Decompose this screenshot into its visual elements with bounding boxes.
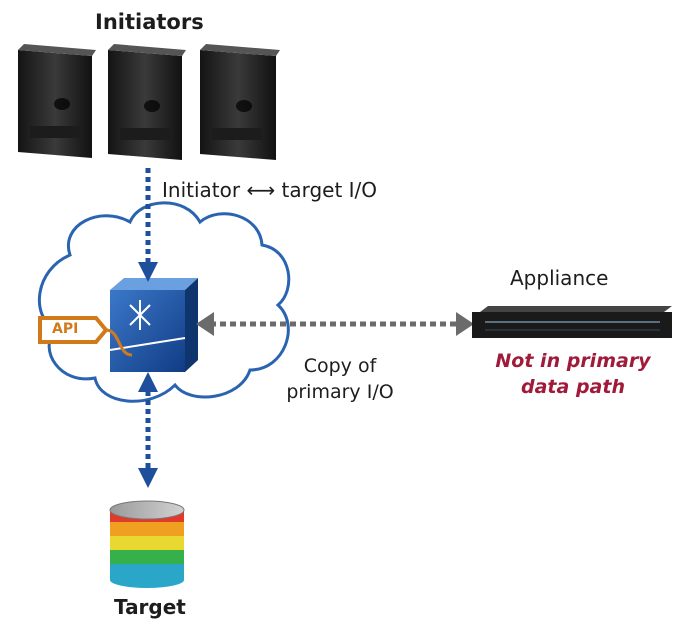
not-primary-note-line2: data path xyxy=(521,376,625,398)
appliance-label: Appliance xyxy=(510,266,609,290)
initiators-label: Initiators xyxy=(95,10,204,34)
not-primary-note-line1: Not in primary xyxy=(495,350,651,372)
copy-arrow-left-head xyxy=(196,312,214,336)
api-label: API xyxy=(52,321,79,337)
api-connector-icon xyxy=(38,316,133,357)
initiator-server-3 xyxy=(200,44,280,160)
initiator-server-2 xyxy=(108,44,186,160)
initiator-server-1 xyxy=(18,44,96,158)
copy-arrow-right-head xyxy=(456,312,474,336)
io-label: Initiator ⟷ target I/O xyxy=(162,178,378,202)
target-label: Target xyxy=(114,595,186,619)
rack-appliance-icon xyxy=(472,306,672,338)
storage-cylinder-icon xyxy=(109,500,185,588)
copy-label-line2: primary I/O xyxy=(286,381,394,403)
network-switch-icon xyxy=(109,278,198,372)
copy-label-line1: Copy of xyxy=(303,355,377,377)
